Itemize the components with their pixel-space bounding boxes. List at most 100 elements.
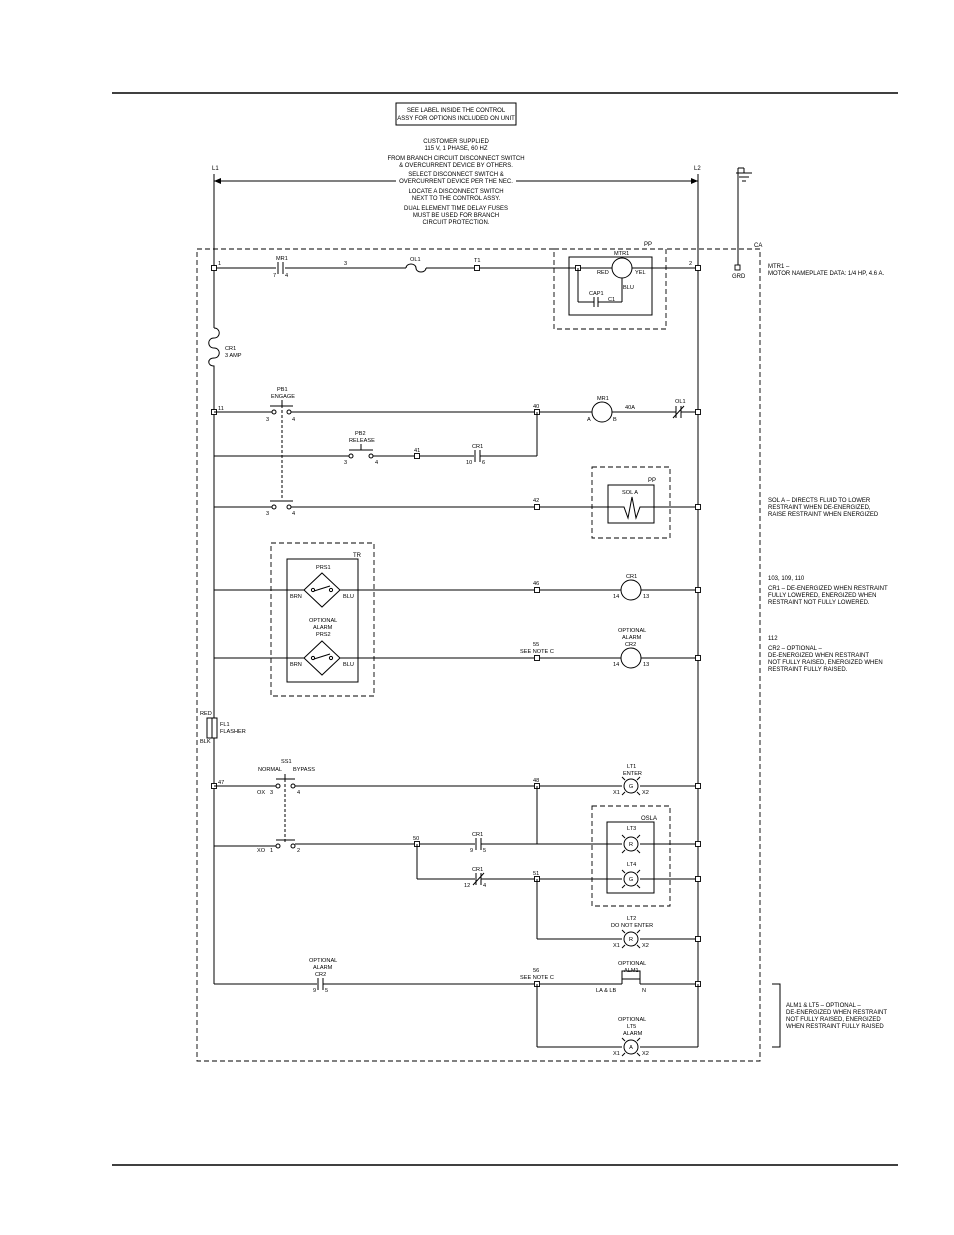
cr2-optional: OPTIONAL xyxy=(618,628,646,634)
supply-note-line: & OVERCURRENT DEVICE BY OTHERS. xyxy=(399,163,513,169)
note-line: CR2 – OPTIONAL – xyxy=(768,646,822,652)
note-line: DE-ENERGIZED WHEN RESTRAINT xyxy=(786,1010,887,1016)
header-note: SEE LABEL INSIDE THE CONTROL ASSY FOR OP… xyxy=(395,102,517,126)
lamp-letter: R xyxy=(629,842,633,848)
lt5-name: ALARM xyxy=(623,1031,643,1037)
alm1-terminals: LA & LB xyxy=(596,988,616,994)
terminal-num: 3 xyxy=(270,790,273,796)
terminal-num: 9 xyxy=(470,848,473,854)
ss1-normal: NORMAL xyxy=(258,767,282,773)
pp-enclosure-solenoid xyxy=(591,466,671,539)
fl1-label: FL1 xyxy=(220,722,230,728)
supply-note-line: 115 V, 1 PHASE, 60 HZ xyxy=(424,146,487,152)
c1-label: C1 xyxy=(608,297,615,303)
cr2-alarm: ALARM xyxy=(622,635,642,641)
mr1-coil-label: MR1 xyxy=(597,396,609,402)
wire-note: SEE NOTE C xyxy=(520,975,554,981)
mtr1-label: MTR1 xyxy=(614,251,629,257)
osla-enclosure xyxy=(591,805,671,907)
lt3-lamp-icon xyxy=(621,834,641,854)
osla-label: OSLA xyxy=(641,816,657,822)
ground-icon xyxy=(736,167,752,266)
lt5-optional: OPTIONAL xyxy=(618,1017,646,1023)
ol1-label: OL1 xyxy=(410,257,421,263)
tr-enclosure xyxy=(270,542,375,697)
ol1-heater-icon xyxy=(405,263,427,273)
terminal xyxy=(695,265,701,271)
note-line: RESTRAINT NOT FULLY LOWERED. xyxy=(768,600,870,606)
terminal-num: 3 xyxy=(266,417,269,423)
note-alm: ALM1 & LT5 – OPTIONAL – DE-ENERGIZED WHE… xyxy=(786,1003,887,1030)
wire-label: 56 xyxy=(533,968,539,974)
wire-color: BRN xyxy=(290,594,302,600)
lamp-letter: R xyxy=(629,937,633,943)
prs2-alarm: ALARM xyxy=(313,625,333,631)
terminal xyxy=(534,587,540,593)
lt1-label: LT1 xyxy=(627,764,636,770)
terminal-num: X2 xyxy=(642,1051,649,1057)
wire-label: 47 xyxy=(218,780,224,786)
note-sola: SOL A – DIRECTS FLUID TO LOWER RESTRAINT… xyxy=(768,498,879,518)
note-models: 103, 109, 110 xyxy=(768,576,805,582)
lt2-name: DO NOT ENTER xyxy=(611,923,653,929)
fuse-label: CR1 xyxy=(225,346,236,352)
terminal-num: 4 xyxy=(285,273,288,279)
note-line: MTR1 – xyxy=(768,264,790,270)
terminal xyxy=(211,265,217,271)
note-bracket xyxy=(772,983,781,1048)
terminal-num: 3 xyxy=(266,511,269,517)
supply-note-line: OVERCURRENT DEVICE PER THE NEC. xyxy=(399,179,513,185)
cr2-label: CR2 xyxy=(625,642,636,648)
terminal-num: X1 xyxy=(613,1051,620,1057)
terminal-num: 9 xyxy=(313,988,316,994)
terminal xyxy=(534,504,540,510)
wire-color: BRN xyxy=(290,662,302,668)
wire-label: 1 xyxy=(218,261,221,267)
note-models: 112 xyxy=(768,636,778,642)
wire-label: 41 xyxy=(414,448,420,454)
wire-color: BLU xyxy=(343,662,354,668)
terminal xyxy=(695,783,701,789)
tr-label: TR xyxy=(353,553,362,559)
supply-note: CUSTOMER SUPPLIED 115 V, 1 PHASE, 60 HZ … xyxy=(387,139,524,226)
note-line: RESTRAINT FULLY RAISED. xyxy=(768,667,848,673)
terminal xyxy=(695,587,701,593)
wire-label: 51 xyxy=(533,871,539,877)
note-line: CR1 – DE-ENERGIZED WHEN RESTRAINT xyxy=(768,586,888,592)
supply-note-line: MUST BE USED FOR BRANCH xyxy=(413,213,499,219)
wire-color: BLU xyxy=(343,594,354,600)
lt5-label: LT5 xyxy=(627,1024,636,1030)
alm1-optional: OPTIONAL xyxy=(618,961,646,967)
pb2-label: PB2 xyxy=(355,431,366,437)
terminal-num: 4 xyxy=(375,460,378,466)
cr2c-alarm: ALARM xyxy=(313,965,333,971)
ss1-label: SS1 xyxy=(281,759,292,765)
terminal xyxy=(474,265,480,271)
ss1-xo: XO xyxy=(257,848,266,854)
wire-color: RED xyxy=(597,270,609,276)
terminal-num: X1 xyxy=(613,790,620,796)
wire-color: BLK xyxy=(200,739,211,745)
wire-label: 42 xyxy=(533,498,539,504)
wire-color: BLU xyxy=(623,285,634,291)
ol1-contact-label: OL1 xyxy=(675,399,686,405)
pb1-name: ENGAGE xyxy=(271,394,295,400)
ss1-selector-switch xyxy=(275,774,296,849)
cr2c-optional: OPTIONAL xyxy=(309,958,337,964)
wire-color: YEL xyxy=(635,270,646,276)
cr1-contact-label: CR1 xyxy=(472,832,483,838)
wire-label: 55 xyxy=(533,642,539,648)
prs2-optional: OPTIONAL xyxy=(309,618,337,624)
terminal-num: 7 xyxy=(273,273,276,279)
pp-label: PP xyxy=(644,242,652,248)
terminal xyxy=(695,655,701,661)
cr2-coil-icon xyxy=(620,647,642,669)
grd-terminal xyxy=(734,264,741,271)
pp-enclosure-motor xyxy=(553,248,667,330)
wire-label: 46 xyxy=(533,581,539,587)
wire-label: 40 xyxy=(533,404,539,410)
note-line: DE-ENERGIZED WHEN RESTRAINT xyxy=(768,653,869,659)
note-line: WHEN RESTRAINT FULLY RAISED xyxy=(786,1024,884,1030)
motor-subbox xyxy=(568,256,653,316)
wire-label: 48 xyxy=(533,778,539,784)
